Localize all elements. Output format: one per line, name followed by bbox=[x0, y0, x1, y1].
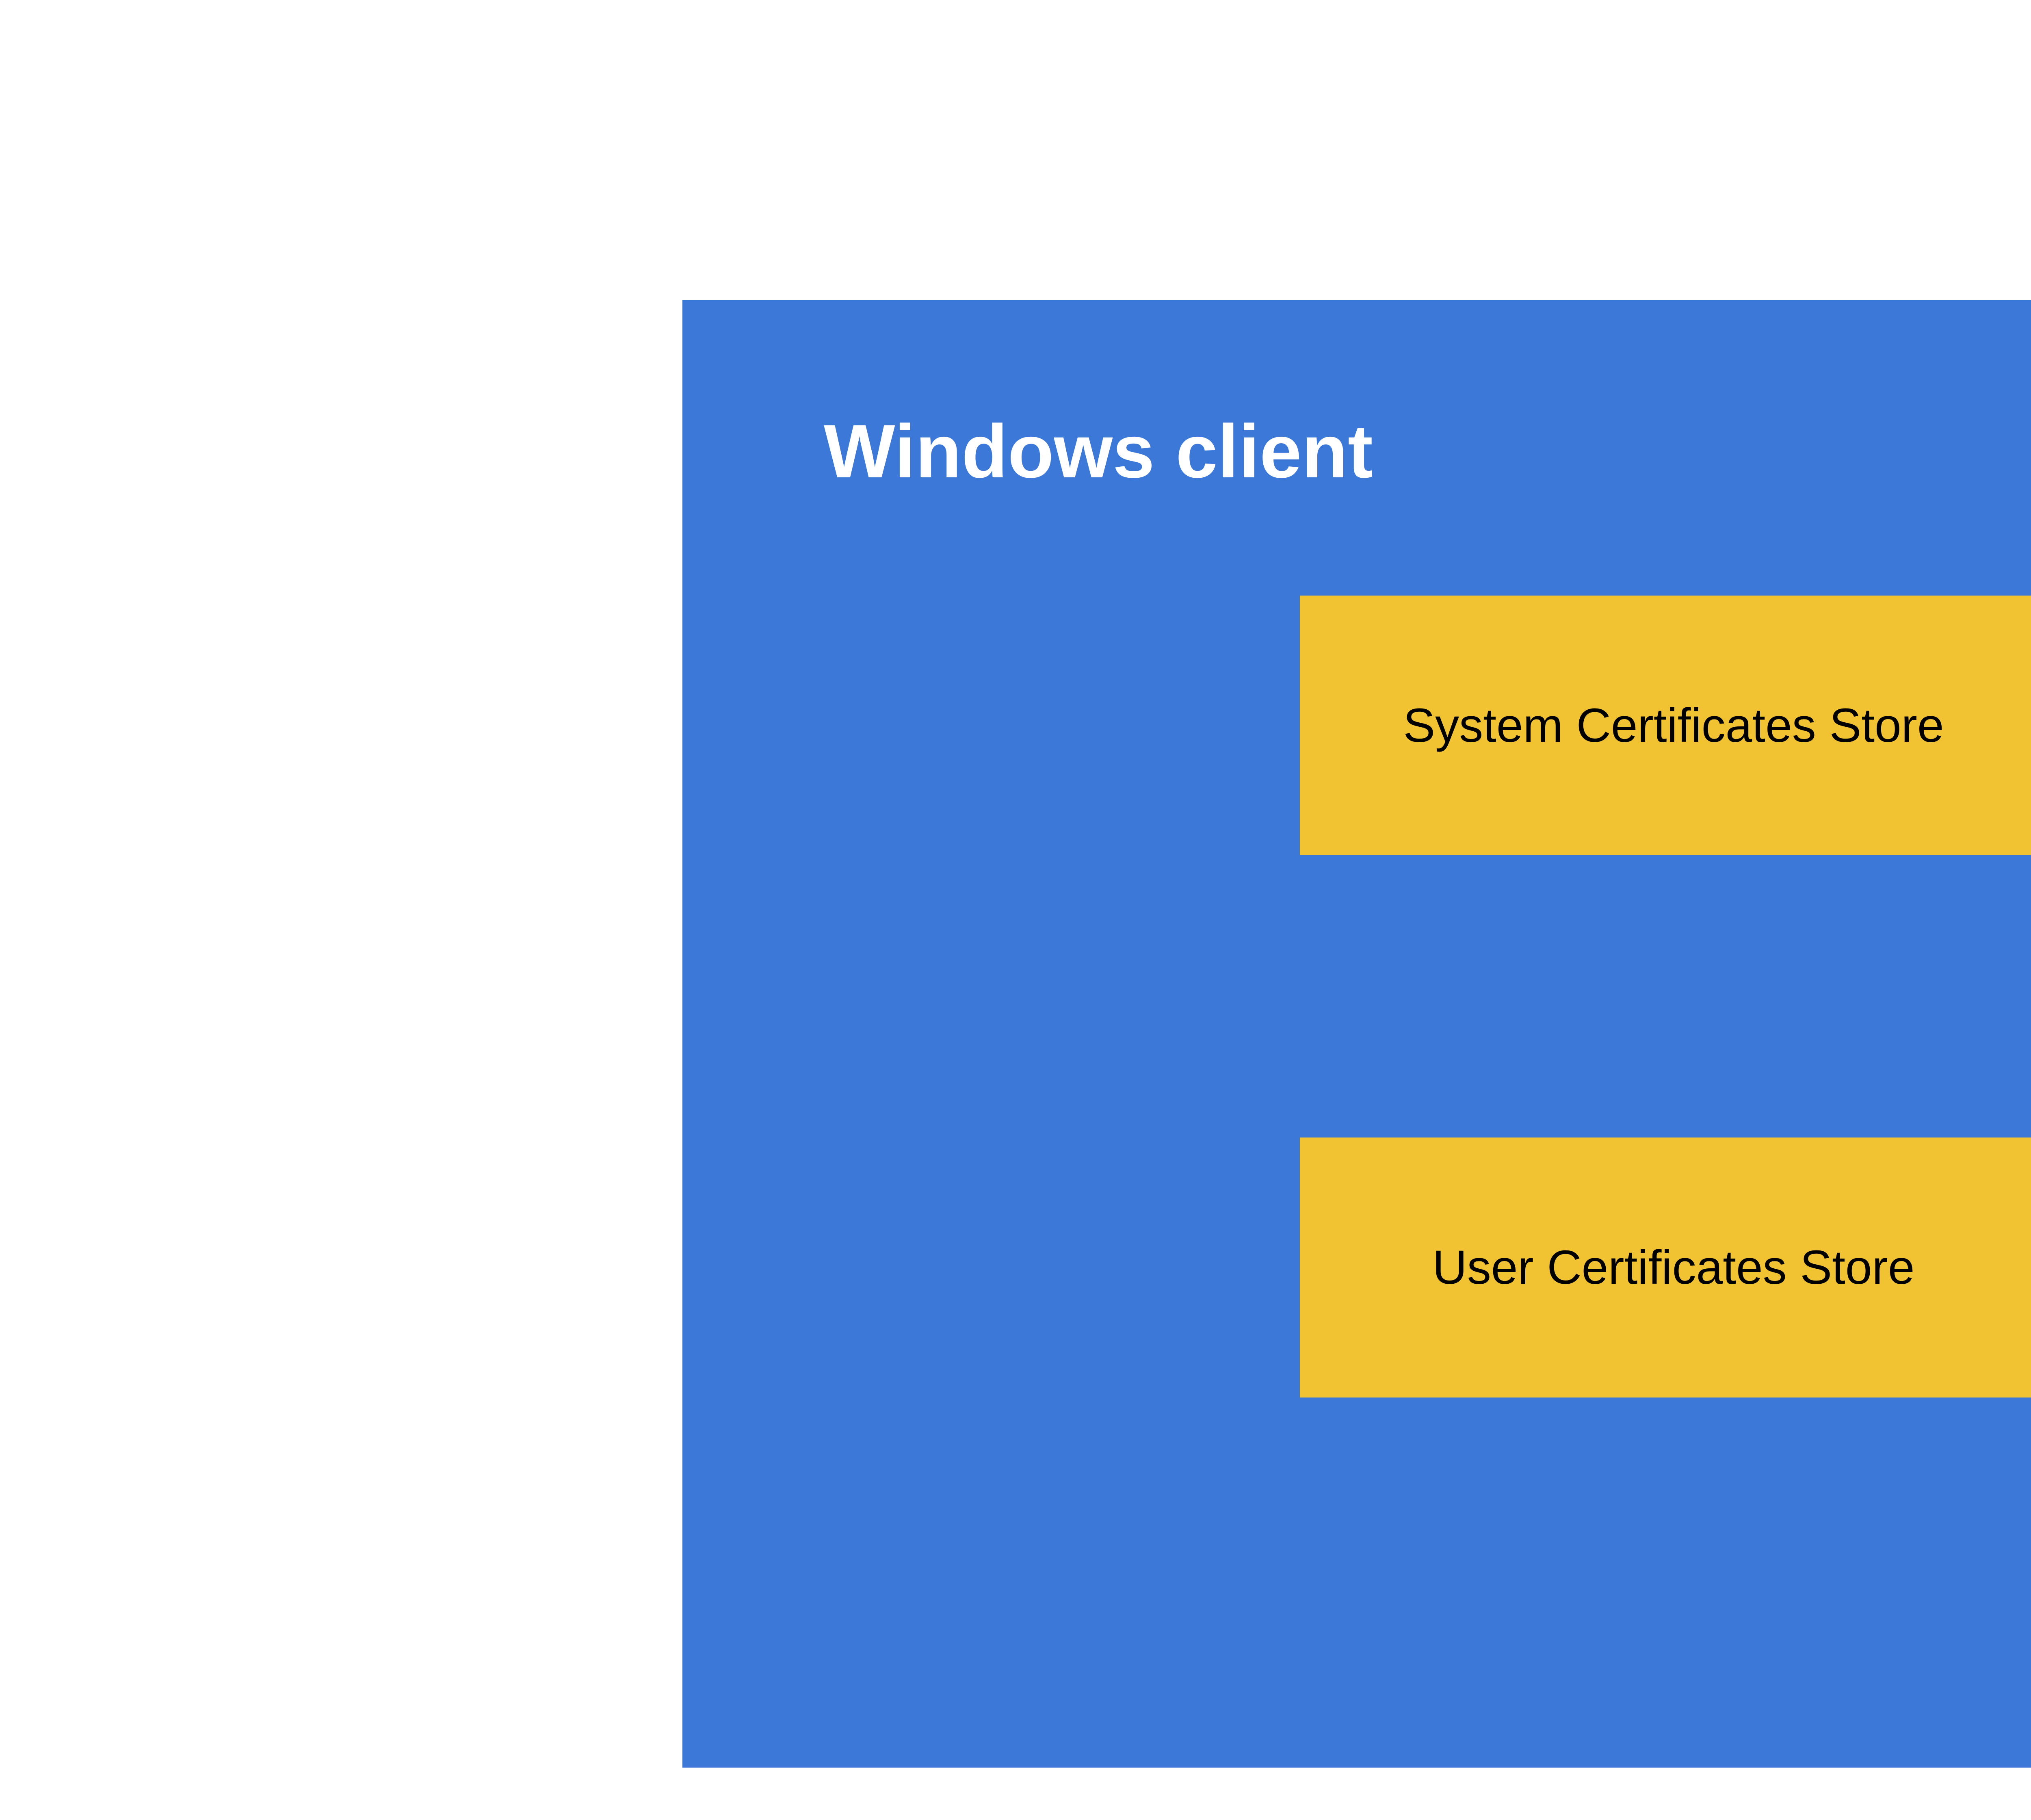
system-certificates-store-label: System Certificates Store bbox=[1403, 698, 1944, 752]
windows-client-title: Windows client bbox=[824, 410, 1373, 494]
user-certificates-store-label: User Certificates Store bbox=[1432, 1241, 1915, 1294]
node-user-certificates-store: User Certificates Store bbox=[1300, 1138, 2031, 1398]
windows-client-container: Windows client bbox=[682, 300, 2031, 1768]
node-system-certificates-store: System Certificates Store bbox=[1300, 596, 2031, 855]
